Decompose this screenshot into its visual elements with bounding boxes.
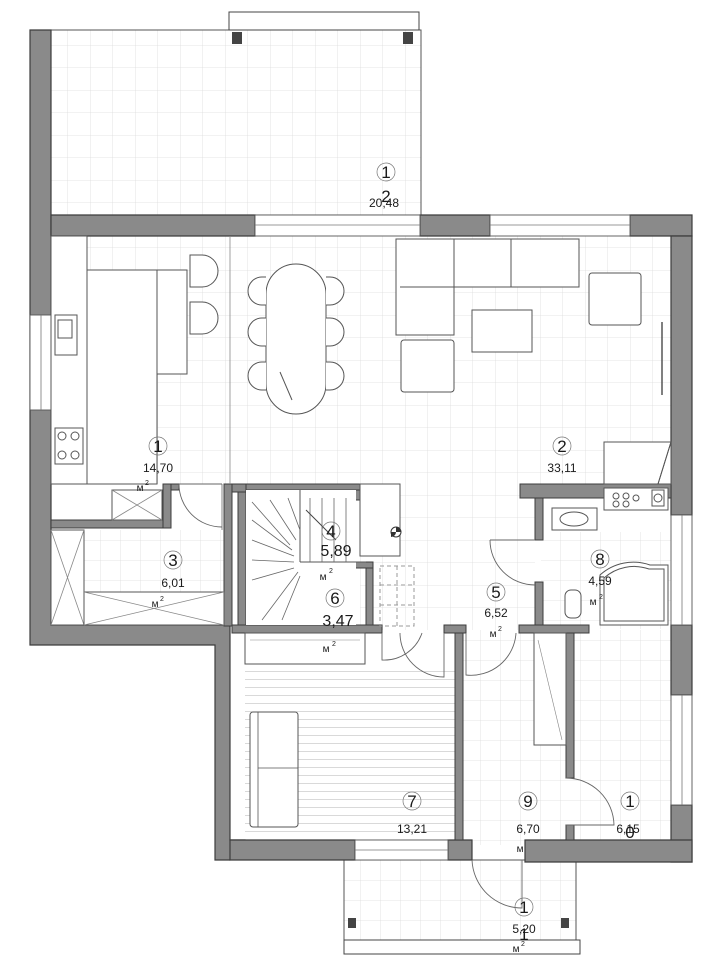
room-area: 33,11 xyxy=(547,461,576,475)
room-area: 4,59 xyxy=(588,574,612,588)
bathroom-fixtures xyxy=(551,507,669,626)
room-number: 1 xyxy=(519,925,528,944)
bedroom-furniture xyxy=(244,632,366,828)
room-unit-sup: 2 xyxy=(160,596,164,603)
room-number: 1 xyxy=(153,437,162,456)
exterior-walls xyxy=(29,29,693,863)
room-area: 3,47 xyxy=(322,613,353,630)
room-unit: м xyxy=(513,944,520,955)
dining-table xyxy=(247,263,345,415)
room-unit: м xyxy=(137,483,144,494)
room-number: 8 xyxy=(595,550,604,569)
sofa-set xyxy=(395,238,672,511)
room-unit: м xyxy=(517,844,524,855)
room-number: 3 xyxy=(168,551,177,570)
doors xyxy=(178,483,615,909)
room-labels: 1 2 20,48 1 14,70 м 2 2 33,11 3 6,01 м 2… xyxy=(137,162,640,955)
room-unit: м xyxy=(590,597,597,608)
room-area: 6,15 xyxy=(616,822,640,836)
room-unit-sup: 2 xyxy=(145,480,149,487)
room-number: 0 xyxy=(625,823,634,842)
room-unit-sup: 2 xyxy=(599,594,603,601)
corridor-wardrobe xyxy=(533,632,567,746)
room-area: 20,48 xyxy=(369,196,399,210)
room-number: 1 xyxy=(381,163,390,182)
room-unit: м xyxy=(320,572,327,583)
pantry-cabinets xyxy=(50,489,225,626)
room-number: 1 xyxy=(625,792,634,811)
room-unit: м xyxy=(323,644,330,655)
room-area: 6,52 xyxy=(484,606,508,620)
room-unit: м xyxy=(152,599,159,610)
room-area: 6,70 xyxy=(516,822,540,836)
room-number: 2 xyxy=(557,437,566,456)
kitchen-furniture xyxy=(50,235,231,485)
room-area: 5,20 xyxy=(512,922,536,936)
room-number: 9 xyxy=(523,792,532,811)
room-area: 6,01 xyxy=(161,576,185,590)
room-unit: м xyxy=(490,629,497,640)
room-area: 13,21 xyxy=(397,822,427,836)
room-unit-sup: 2 xyxy=(329,568,333,575)
terrace-top xyxy=(50,11,422,216)
room-area: 14,70 xyxy=(143,461,173,475)
room-number: 6 xyxy=(330,589,339,608)
room-unit-sup: 2 xyxy=(498,626,502,633)
staircase xyxy=(246,483,415,627)
room-number: 4 xyxy=(326,522,335,541)
room-unit-sup: 2 xyxy=(521,941,525,948)
room-number: 7 xyxy=(407,792,416,811)
room-number: 1 xyxy=(519,898,528,917)
room-number: 2 xyxy=(381,187,390,206)
room-area: 5,89 xyxy=(320,543,351,560)
room-number: 5 xyxy=(491,583,500,602)
room-unit-sup: 2 xyxy=(332,641,336,648)
